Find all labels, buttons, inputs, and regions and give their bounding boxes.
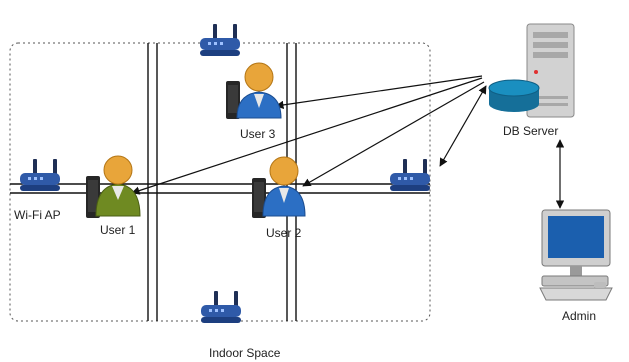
db-server-label: DB Server — [503, 124, 558, 138]
arrow-db-to-user3 — [275, 75, 483, 110]
computer-icon — [539, 209, 613, 301]
database-icon — [488, 79, 540, 112]
user-1-icon — [86, 155, 141, 218]
corridor-walls — [10, 43, 430, 321]
admin-label: Admin — [562, 309, 596, 323]
arrow-db-to-user1 — [131, 77, 483, 195]
user-3-icon — [226, 62, 282, 119]
user-1-label: User 1 — [100, 223, 136, 237]
user-2-label: User 2 — [266, 226, 302, 240]
connection-arrows — [131, 75, 565, 209]
wifi-router-icon — [390, 159, 430, 191]
user-3-label: User 3 — [240, 127, 276, 141]
indoor-space-boundary — [9, 42, 431, 322]
wifi-router-icon — [200, 24, 240, 56]
indoor-space-label: Indoor Space — [209, 346, 281, 360]
arrow-db-to-ap — [439, 85, 487, 167]
user-2-icon — [252, 156, 306, 218]
wifi-router-icon — [201, 291, 241, 323]
wifi-ap-label: Wi-Fi AP — [14, 208, 61, 222]
wifi-router-icon — [20, 159, 60, 191]
